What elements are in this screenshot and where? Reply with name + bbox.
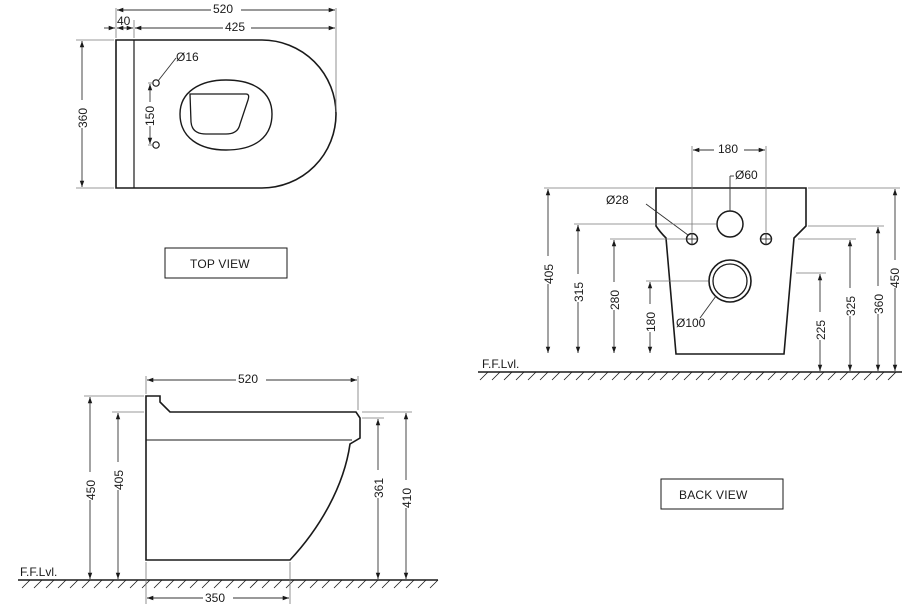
back-inlet-hole	[716, 210, 744, 238]
side-floor-label: F.F.Lvl.	[20, 565, 57, 579]
side-dim-overall-length: 520	[238, 372, 258, 386]
top-dim-width: 360	[76, 108, 90, 128]
side-dim-total-height: 450	[84, 480, 98, 500]
back-dim-h450: 450	[888, 268, 902, 288]
back-dim-h405: 405	[542, 264, 556, 284]
back-dim-h280: 280	[608, 290, 622, 310]
top-dim-hole-spacing: 150	[143, 106, 157, 126]
top-view-label: TOP VIEW	[190, 257, 250, 271]
side-view: F.F.Lvl. 520 450 405 361 410 35	[18, 372, 439, 605]
back-floor-label: F.F.Lvl.	[482, 357, 519, 371]
back-dim-h315: 315	[572, 282, 586, 302]
top-dim-front-length: 425	[225, 20, 245, 34]
back-dim-inlet-dia: Ø60	[735, 168, 758, 182]
side-floor-hatch	[21, 579, 439, 589]
top-view-bowl-outer	[179, 79, 273, 151]
back-dim-h225: 225	[814, 320, 828, 340]
top-dim-overall-length: 520	[213, 2, 233, 16]
side-dim-seat-height: 405	[112, 470, 126, 490]
top-view-outline	[115, 39, 337, 189]
back-dim-outlet-dia: Ø100	[676, 316, 706, 330]
side-dim-height-410: 410	[400, 488, 414, 508]
back-view: F.F.Lvl. 180 Ø60 Ø28 Ø100 405	[478, 142, 902, 510]
back-dim-h325: 325	[844, 296, 858, 316]
back-view-outline	[655, 187, 807, 355]
back-dim-bolt-spacing: 180	[718, 142, 738, 156]
back-view-label-box	[660, 478, 784, 510]
back-dim-h180: 180	[644, 312, 658, 332]
back-floor-hatch	[479, 371, 897, 381]
top-dim-hole-dia: Ø16	[176, 50, 199, 64]
back-dim-bolt-dia: Ø28	[606, 193, 629, 207]
back-outlet-hole	[708, 259, 752, 303]
side-view-outline	[145, 395, 361, 561]
side-dim-rim-height: 361	[372, 478, 386, 498]
back-view-label: BACK VIEW	[679, 488, 748, 502]
top-dim-rear-depth: 40	[117, 14, 131, 28]
top-view-bowl-inner	[189, 93, 250, 135]
side-dim-base-length: 350	[205, 591, 225, 605]
top-view: Ø16 150 360 520 40 425 TOP VIEW	[74, 2, 337, 279]
back-dim-h360: 360	[872, 294, 886, 314]
top-view-label-box	[164, 247, 288, 279]
